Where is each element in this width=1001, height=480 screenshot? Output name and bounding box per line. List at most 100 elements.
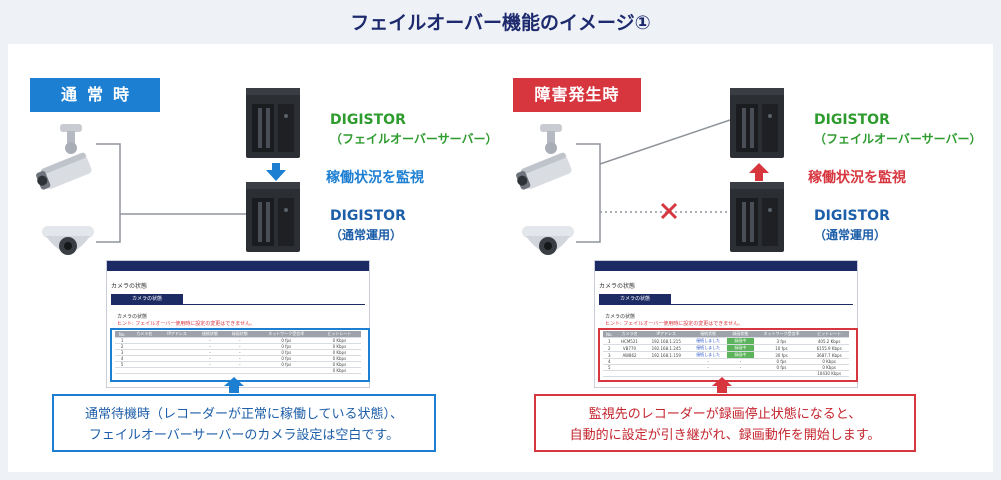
table-cell: 3 fps [753,337,810,345]
table-cell: 1 [603,337,616,345]
bullet-camera-icon [36,124,92,190]
left-server-bottom-role: （通常運用） [330,228,403,242]
table-cell: 0 Kbps [317,355,361,362]
table-cell: - [689,364,728,371]
page-title: フェイルオーバー機能のイメージ① [350,12,651,34]
table-cell: - [224,361,255,368]
table-cell: 接続しました [689,351,728,359]
table-cell: 0 fps [254,337,318,344]
left-note-line2: フェイルオーバーサーバーのカメラ設定は空白です。 [88,428,400,443]
table-cell [254,367,318,374]
table-cell: - [195,361,225,368]
table-cell: 0 Kbps [809,358,849,365]
table-cell: - [195,337,225,344]
table-cell: 0 Kbps [317,361,361,368]
nas-server-icon [246,182,300,252]
table-cell [615,358,644,365]
table-cell: - [727,364,754,371]
screenshot-section: カメラの状態 [605,314,636,320]
arrow-up-icon [749,163,769,181]
right-camera-status-screenshot: カメラの状態 カメラの状態 カメラの状態 ヒント: フェイルオーバー使用時に設定… [594,260,858,388]
table-cell: - [689,358,728,365]
table-cell: - [224,349,255,356]
table-cell: - [224,337,255,344]
table-cell: - [224,343,255,350]
table-cell: 0 Kbps [317,367,361,374]
table-cell [129,349,160,356]
table-cell: 0 fps [753,358,810,365]
table-header-cell: IPアドレス [159,331,196,338]
table-cell: 192.168.1.159 [643,351,690,359]
table-cell [129,343,160,350]
table-header-cell: ビットレート [317,331,361,338]
table-cell: 4 [603,358,616,365]
screenshot-window-title: カメラの状態 [599,283,636,290]
table-header-cell: No. [115,331,130,338]
table-cell: HCM521 [615,337,644,345]
table-row: 10430 Kbps [603,370,849,377]
right-server-bottom-role: （通常運用） [814,228,887,242]
table-cell: 1 [115,337,130,344]
table-cell: 10 fps [753,344,810,352]
table-cell: 録画中 [727,351,754,359]
left-note-line1: 通常待機時（レコーダーが正常に稼働している状態）、 [84,407,404,422]
left-note: 通常待機時（レコーダーが正常に稼働している状態）、 フェイルオーバーサーバーのカ… [52,394,436,452]
table-cell [159,337,196,344]
table-cell: - [195,349,225,356]
table-cell: VB770 [615,344,644,352]
table-cell: - [195,343,225,350]
table-cell: 録画中 [727,337,754,345]
table-cell [129,355,160,362]
nas-server-icon [246,88,300,158]
table-cell: 3 [603,351,616,359]
table-cell: 2 [115,343,130,350]
table-cell: 0 fps [254,343,318,350]
table-cell: - [727,358,754,365]
table-cell [115,367,130,374]
table-cell [159,355,196,362]
table-cell: 0 Kbps [317,343,361,350]
table-cell [129,367,160,374]
screenshot-window-title: カメラの状態 [111,283,148,290]
left-monitor-label: 稼働状況を監視 [326,170,424,186]
table-cell: AW862 [615,351,644,359]
arrow-down-icon [266,163,286,181]
connection-lines [96,119,731,243]
nas-server-icon [730,88,784,158]
table-cell: 4 [115,355,130,362]
table-cell [643,364,690,371]
right-server-top-role: （フェイルオーバーサーバー） [814,132,982,146]
table-cell: - [195,355,225,362]
table-row: 0 Kbps [115,367,361,374]
dome-camera-icon [42,226,94,255]
table-cell: 405.2 Kbps [809,337,849,345]
table-cell: 録画中 [727,344,754,352]
table-cell: 0 fps [254,355,318,362]
table-cell: 接続しました [689,337,728,345]
table-cell [753,370,810,377]
table-cell [615,364,644,371]
table-cell [643,370,690,377]
right-note-line1: 監視先のレコーダーが録画停止状態になると、 [588,407,862,422]
table-cell: 3687.7 Kbps [809,351,849,359]
badge-failure: 障害発生時 [513,78,641,112]
table-cell: 3 [115,349,130,356]
table-cell: 6155.9 Kbps [809,344,849,352]
right-highlight-box [598,328,858,382]
table-header-cell: ネットワーク受信率 [254,331,318,338]
table-cell: 30 fps [753,351,810,359]
screenshot-section: カメラの状態 [117,314,148,320]
nas-server-icon [730,182,784,252]
table-cell: 0 Kbps [317,349,361,356]
table-cell: 0 Kbps [809,364,849,371]
table-cell [643,358,690,365]
left-server-top-name: DIGISTOR [330,112,406,128]
screenshot-hint: ヒント: フェイルオーバー使用時に設定の変更はできません。 [605,321,744,327]
